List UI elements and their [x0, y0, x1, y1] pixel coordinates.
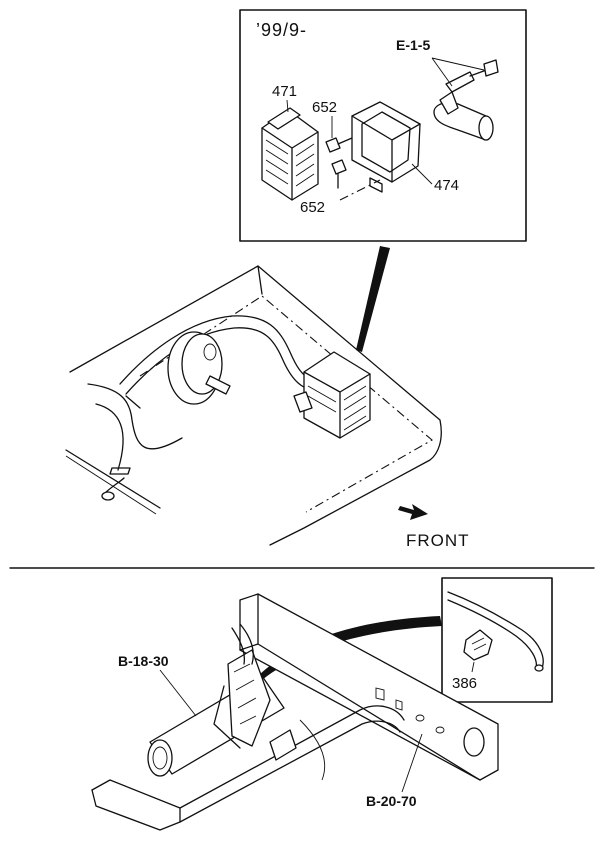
- front-label: FRONT: [406, 531, 470, 550]
- ref-b-20-70: B-20-70: [366, 793, 417, 809]
- upper-inset: ’99/9- E-1-5 471 474 652: [239, 9, 527, 242]
- chassis-frame-view: B-18-30 B-20-70: [91, 593, 499, 831]
- canister: [167, 331, 231, 405]
- lower-inset-frame: [441, 577, 553, 703]
- bracket-474: [351, 101, 421, 193]
- control-module-installed: [293, 351, 371, 439]
- part-386-label: 386: [452, 675, 477, 692]
- bolt-652-upper: [325, 137, 353, 153]
- part-471-label: 471: [272, 83, 297, 100]
- ref-b-18-30: B-18-30: [118, 653, 169, 669]
- upper-inset-frame: [239, 9, 527, 242]
- lower-inset: 386: [441, 577, 553, 703]
- front-arrow-icon: [398, 504, 428, 520]
- ref-e-1-5: E-1-5: [396, 37, 430, 53]
- date-code-label: ’99/9-: [256, 20, 307, 40]
- upper-callout-leader: [356, 246, 390, 352]
- lower-callout-leader: [258, 616, 442, 680]
- relay-with-clamp: [433, 59, 499, 141]
- bolt-652-lower: [331, 159, 347, 189]
- control-unit-471: [261, 107, 319, 201]
- engine-bay-view: FRONT: [65, 265, 470, 550]
- clip-386: [463, 629, 493, 661]
- part-474-label: 474: [434, 177, 459, 194]
- part-652-lower-label: 652: [300, 199, 325, 216]
- part-652-upper-label: 652: [312, 99, 337, 116]
